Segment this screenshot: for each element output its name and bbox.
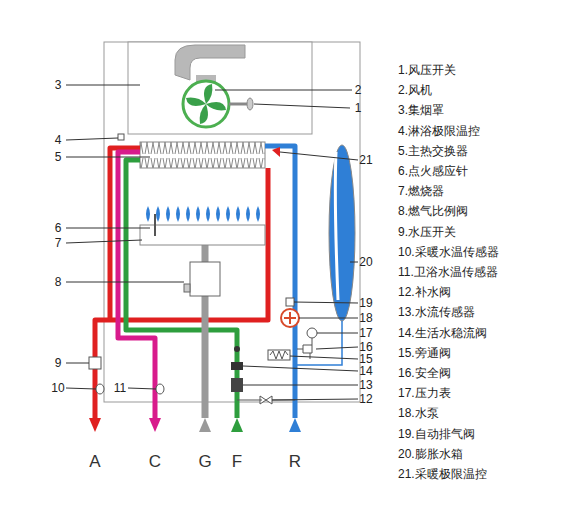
- part-list-item: 15.旁通阀: [398, 347, 451, 359]
- callout-number: 12: [359, 393, 372, 405]
- fan: [183, 81, 229, 127]
- callout-number: 20: [359, 256, 372, 268]
- gas-valve: [190, 262, 220, 296]
- part-list-item: 9.水压开关: [398, 226, 456, 238]
- callout-number: 6: [55, 222, 62, 234]
- callout-number: 18: [359, 312, 372, 324]
- part-list-item: 3.集烟罩: [398, 104, 444, 116]
- part-list-item: 7.燃烧器: [398, 185, 444, 197]
- pump: [281, 309, 299, 327]
- part-list-item: 12.补水阀: [398, 286, 451, 298]
- callout-number: 7: [55, 237, 62, 249]
- port-letter: A: [89, 453, 100, 470]
- callout-number: 1: [355, 102, 362, 114]
- callout-number: 17: [359, 327, 372, 339]
- callout-number: 16: [359, 341, 372, 353]
- port-letter: F: [232, 453, 242, 470]
- port-arrows: [89, 418, 301, 432]
- part-list-item: 8.燃气比例阀: [398, 205, 468, 217]
- part-list-item: 13.水流传感器: [398, 306, 475, 318]
- flue-pipe: [175, 45, 245, 80]
- part-list-item: 6.点火感应针: [398, 165, 468, 177]
- port-letter: C: [149, 453, 161, 470]
- boiler-housing: [104, 42, 360, 402]
- callout-number: 4: [55, 134, 62, 146]
- callout-number: 14: [359, 365, 372, 377]
- callout-number: 15: [359, 353, 372, 365]
- part-list-item: 2.风机: [398, 84, 432, 96]
- part-list-item: 18.水泵: [398, 407, 439, 419]
- callout-number: 3: [55, 79, 62, 91]
- burner: [140, 225, 265, 245]
- part-list-item: 19.自动排气阀: [398, 428, 475, 440]
- part-list-item: 5.主热交换器: [398, 145, 468, 157]
- port-letter: G: [198, 453, 211, 470]
- leader-lines: [66, 85, 358, 400]
- part-list-item: 21.采暖极限温控: [398, 468, 487, 480]
- ignition-needle: [154, 214, 156, 236]
- refill-valve: [237, 396, 272, 404]
- heating-limit: [272, 147, 280, 157]
- callout-number: 11: [114, 382, 126, 394]
- air-vent: [286, 298, 294, 306]
- pressure-switch: [229, 103, 248, 106]
- flow-stabilizer: [231, 362, 243, 370]
- part-list-item: 17.压力表: [398, 387, 451, 399]
- heat-exchanger: [140, 142, 265, 168]
- callout-number: 19: [359, 297, 372, 309]
- flames: [146, 206, 260, 222]
- pressure-gauge: [307, 328, 317, 338]
- port-letter: R: [289, 453, 301, 470]
- callout-number: 5: [55, 151, 62, 163]
- expansion-tank: [329, 145, 355, 321]
- shower-limit: [118, 134, 124, 140]
- part-list-item: 14.生活水稳流阀: [398, 327, 487, 339]
- part-list-item: 10.采暖水温传感器: [398, 246, 499, 258]
- smoke-hood: [128, 42, 312, 134]
- heating-sensor: [96, 384, 104, 394]
- dhw-sensor: [156, 384, 164, 394]
- bypass-valve: [268, 350, 290, 360]
- callout-number: 8: [55, 276, 62, 288]
- pressure-switch-water: [89, 357, 101, 369]
- part-list-item: 16.安全阀: [398, 367, 451, 379]
- part-list-item: 4.淋浴极限温控: [398, 125, 480, 137]
- part-list-item: 1.风压开关: [398, 64, 456, 76]
- callout-number: 21: [359, 154, 372, 166]
- part-list-item: 11.卫浴水温传感器: [398, 266, 498, 278]
- callout-number: 2: [355, 84, 362, 96]
- callout-number: 10: [51, 382, 64, 394]
- part-list-item: 20.膨胀水箱: [398, 448, 463, 460]
- flow-sensor: [231, 378, 243, 392]
- callout-number: 13: [359, 379, 372, 391]
- callout-number: 9: [55, 357, 62, 369]
